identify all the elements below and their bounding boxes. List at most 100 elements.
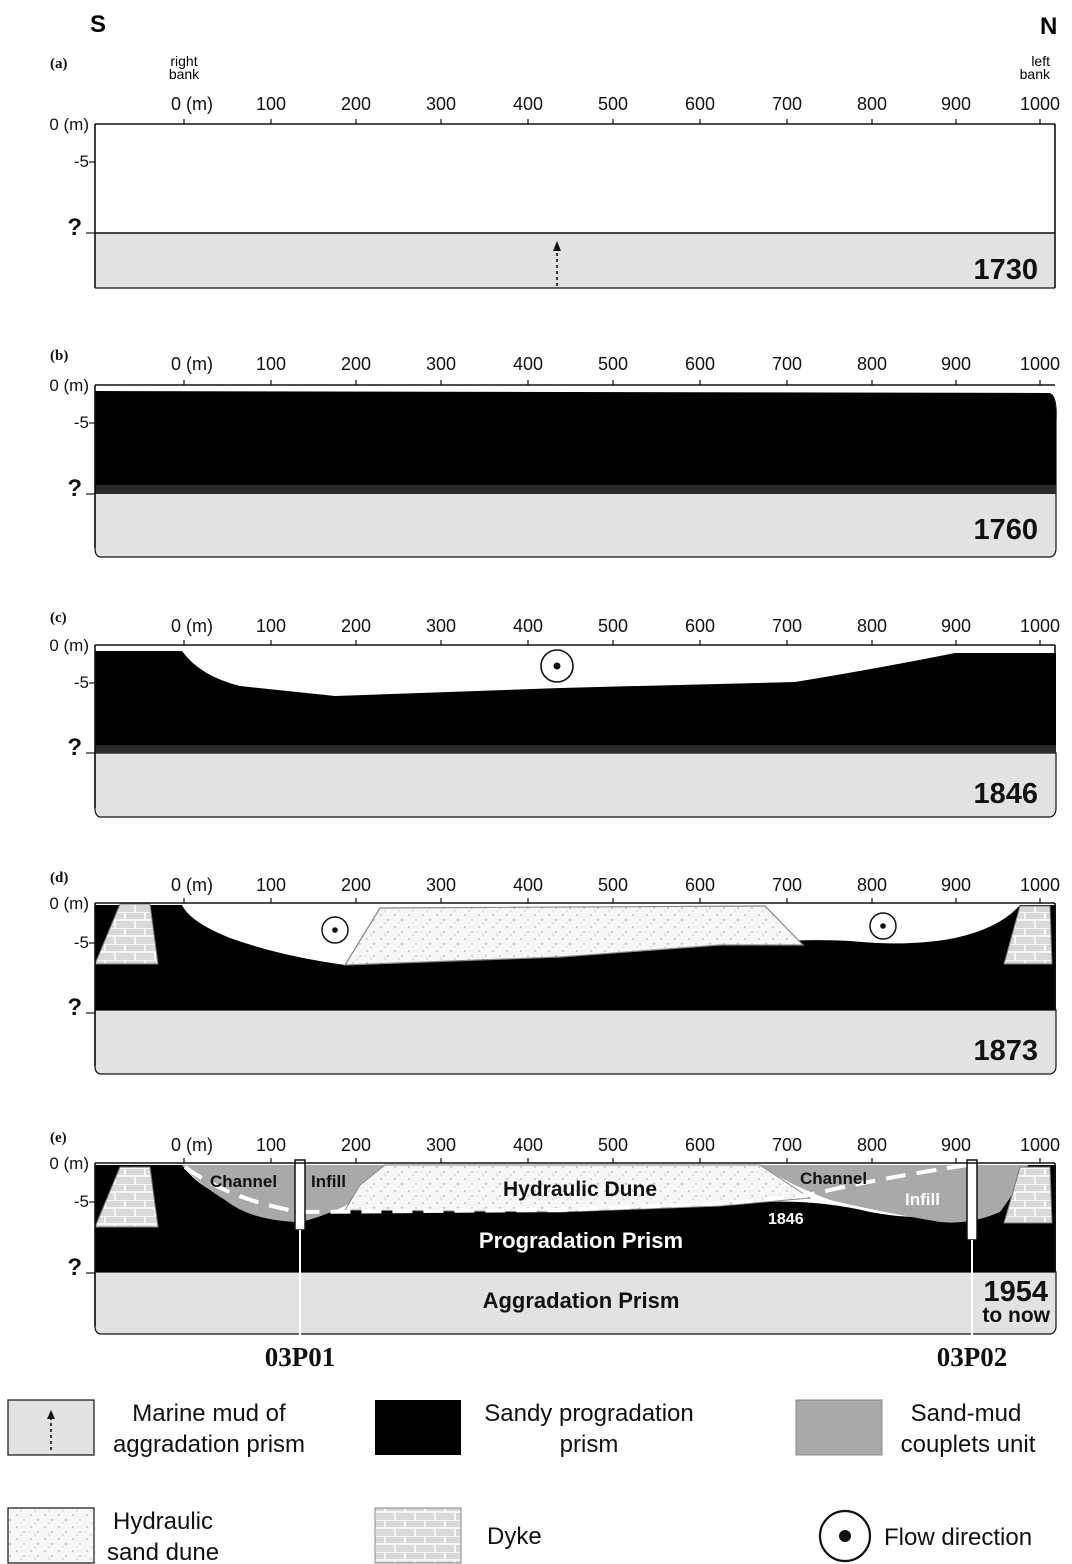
depth-label-minus5: -5 bbox=[74, 1192, 89, 1211]
legend-item-hydraulic-sand-dune: Hydraulic sand dune bbox=[7, 1507, 219, 1564]
x-tick-label: 500 bbox=[598, 354, 628, 374]
x-tick-label: 200 bbox=[341, 354, 371, 374]
x-tick-label: 600 bbox=[685, 1135, 715, 1155]
hydraulic-dune-label: Hydraulic Dune bbox=[503, 1178, 657, 1201]
legend-label-sand-mud-couplets-2: couplets unit bbox=[901, 1431, 1036, 1458]
panel-e-year-sub: to now bbox=[982, 1304, 1050, 1327]
depth-label-minus5: -5 bbox=[74, 413, 89, 432]
depth-label-unknown: ? bbox=[67, 734, 82, 761]
left-dyke bbox=[94, 1166, 159, 1228]
left-bank-label-2: bank bbox=[1020, 66, 1051, 82]
x-tick-label: 500 bbox=[598, 875, 628, 895]
x-tick-label: 100 bbox=[256, 875, 286, 895]
sandy-progradation-layer bbox=[95, 905, 1056, 1010]
legend-item-sand-mud-couplets: Sand-mud couplets unit bbox=[795, 1399, 1036, 1458]
legend-swatch-marine-mud bbox=[7, 1399, 95, 1456]
x-tick-label: 200 bbox=[341, 94, 371, 114]
channel-left-label: Channel bbox=[210, 1172, 277, 1191]
depth-label-minus5: -5 bbox=[74, 152, 89, 171]
x-tick-label: 800 bbox=[857, 875, 887, 895]
panel-a: (a) 1730 bbox=[50, 56, 1056, 289]
flow-direction-icon bbox=[818, 1509, 872, 1563]
depth-label-minus5: -5 bbox=[74, 933, 89, 952]
legend-swatch-sandy-progradation bbox=[375, 1400, 461, 1455]
infill-right-label: Infill bbox=[905, 1190, 940, 1209]
panel-d-letter: (d) bbox=[50, 870, 68, 886]
depth-label-unknown: ? bbox=[67, 994, 82, 1021]
panel-e-year: 1954 bbox=[983, 1276, 1048, 1308]
x-tick-label: 1000 bbox=[1020, 1135, 1060, 1155]
x-tick-label: 400 bbox=[513, 875, 543, 895]
x-tick-label: 800 bbox=[857, 354, 887, 374]
x-tick-label: 900 bbox=[941, 354, 971, 374]
x-tick-label: 300 bbox=[426, 1135, 456, 1155]
hydraulic-dune bbox=[344, 1164, 812, 1213]
x-tick-label: 0 (m) bbox=[171, 94, 213, 114]
panel-e: (e) Channel Infill Hydraulic Dune Channe… bbox=[50, 1130, 1057, 1372]
legend-item-flow-direction: Flow direction bbox=[818, 1509, 1032, 1563]
legend-item-marine-mud: Marine mud of aggradation prism bbox=[7, 1399, 305, 1458]
x-tick-label: 1000 bbox=[1020, 94, 1060, 114]
left-bank-label-1: left bbox=[1031, 53, 1050, 69]
core-03P01 bbox=[294, 1159, 306, 1231]
x-tick-label: 400 bbox=[513, 616, 543, 636]
x-tick-label: 300 bbox=[426, 616, 456, 636]
x-tick-label: 300 bbox=[426, 354, 456, 374]
right-bank-label-1: right bbox=[170, 53, 197, 69]
core-03P02 bbox=[966, 1159, 978, 1241]
x-tick-label: 800 bbox=[857, 1135, 887, 1155]
x-tick-label: 400 bbox=[513, 354, 543, 374]
x-tick-label: 100 bbox=[256, 1135, 286, 1155]
depth-label-zero: 0 (m) bbox=[49, 636, 89, 655]
x-tick-label: 700 bbox=[772, 616, 802, 636]
x-tick-label: 200 bbox=[341, 616, 371, 636]
right-dyke bbox=[1003, 905, 1053, 965]
depth-label-minus5: -5 bbox=[74, 673, 89, 692]
panel-d-year: 1873 bbox=[973, 1035, 1038, 1067]
x-tick-label: 0 (m) bbox=[171, 616, 213, 636]
progradation-prism bbox=[95, 1165, 1056, 1272]
panel-b-letter: (b) bbox=[50, 348, 68, 364]
flow-direction-icon bbox=[869, 912, 897, 940]
x-tick-label: 900 bbox=[941, 875, 971, 895]
x-tick-label: 400 bbox=[513, 94, 543, 114]
x-tick-label: 600 bbox=[685, 354, 715, 374]
right-dyke bbox=[1003, 1166, 1053, 1224]
depth-label-unknown: ? bbox=[67, 475, 82, 502]
panel-c-year: 1846 bbox=[973, 778, 1038, 810]
marine-mud-layer bbox=[94, 752, 1057, 818]
aggradation-prism bbox=[94, 1271, 1057, 1335]
x-tick-label: 700 bbox=[772, 354, 802, 374]
panel-a-year: 1730 bbox=[973, 254, 1038, 286]
aggradation-prism-label: Aggradation Prism bbox=[483, 1288, 680, 1313]
flow-direction-icon bbox=[540, 649, 574, 683]
legend-label-sandy-progradation-2: prism bbox=[560, 1431, 619, 1458]
sandy-progradation-layer bbox=[95, 391, 1056, 494]
x-tick-label: 700 bbox=[772, 875, 802, 895]
depth-label-unknown: ? bbox=[67, 1254, 82, 1281]
x-tick-label: 1000 bbox=[1020, 616, 1060, 636]
x-tick-label: 500 bbox=[598, 94, 628, 114]
line-1846 bbox=[183, 1163, 969, 1215]
panel-d: (d) 1873 bbox=[50, 870, 1057, 1075]
panel-b-year: 1760 bbox=[973, 514, 1038, 546]
depth-label-unknown: ? bbox=[67, 214, 82, 241]
panel-a-letter: (a) bbox=[50, 56, 68, 72]
legend-label-hydraulic-sand-dune-1: Hydraulic bbox=[113, 1508, 213, 1535]
x-tick-label: 0 (m) bbox=[171, 875, 213, 895]
legend-swatch-hydraulic-sand-dune bbox=[7, 1507, 95, 1564]
x-tick-label: 1000 bbox=[1020, 875, 1060, 895]
legend: Marine mud of aggradation prism Sandy pr… bbox=[7, 1399, 1036, 1564]
depth-label-zero: 0 (m) bbox=[49, 376, 89, 395]
x-tick-label: 1000 bbox=[1020, 354, 1060, 374]
panel-e-letter: (e) bbox=[50, 1130, 67, 1146]
x-tick-label: 900 bbox=[941, 1135, 971, 1155]
panel-b: (b) 1760 bbox=[50, 348, 1057, 558]
legend-swatch-dyke bbox=[374, 1507, 462, 1564]
x-tick-label: 700 bbox=[772, 1135, 802, 1155]
x-tick-label: 200 bbox=[341, 875, 371, 895]
south-label: S bbox=[90, 11, 106, 38]
x-tick-label: 500 bbox=[598, 616, 628, 636]
left-dyke bbox=[94, 903, 159, 965]
